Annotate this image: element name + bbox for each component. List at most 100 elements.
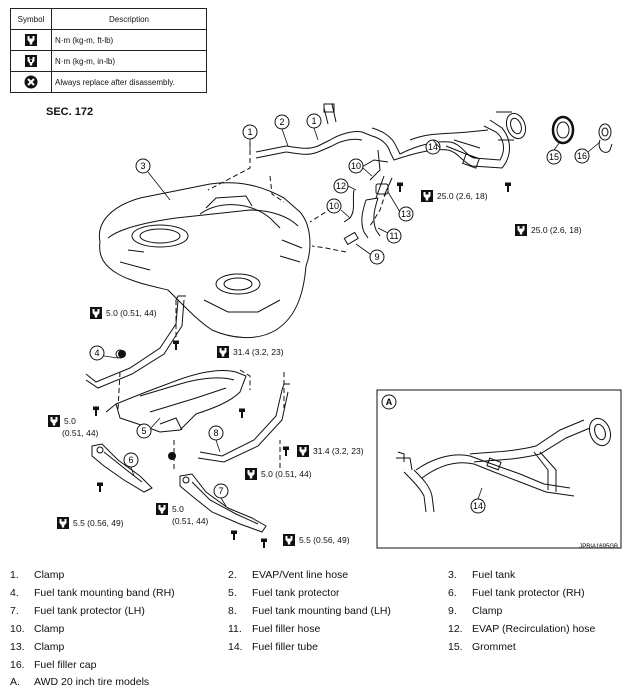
svg-text:10: 10 (351, 161, 361, 171)
legend-row: 10.Clamp 11.Fuel filler hose 12.EVAP (Re… (10, 620, 625, 638)
torque-wrench-icon (297, 445, 309, 457)
svg-text:11: 11 (389, 231, 398, 241)
torque-label-protector-rh: 5.5 (0.56, 49) (73, 518, 124, 528)
torque-label-filler-mount: 25.0 (2.6, 18) (531, 225, 582, 235)
inset-label: A (381, 394, 397, 410)
svg-text:14: 14 (473, 501, 483, 511)
torque-wrench-inlb-icon (48, 415, 60, 427)
svg-text:4: 4 (94, 348, 99, 358)
callout-12: 12 (333, 178, 349, 194)
legend-row: 4.Fuel tank mounting band (RH) 5.Fuel ta… (10, 584, 625, 602)
torque-wrench-inlb-icon (245, 468, 257, 480)
callout-5: 5 (136, 423, 152, 439)
callout-14-inset: 14 (470, 498, 486, 514)
legend-item: 16.Fuel filler cap (10, 659, 97, 671)
symbol-table-header: Symbol Description (10, 8, 207, 30)
symbol-description: N·m (kg-m, ft-lb) (51, 29, 207, 51)
legend-item: 8.Fuel tank mounting band (LH) (228, 605, 391, 617)
legend-item: 1.Clamp (10, 569, 65, 581)
fuel-filler-tube (371, 111, 527, 169)
legend-note: A.AWD 20 inch tire models (10, 676, 150, 688)
callout-6: 6 (123, 452, 139, 468)
callout-10a: 10 (348, 158, 364, 174)
svg-text:16: 16 (577, 151, 587, 161)
legend-item: 10.Clamp (10, 623, 65, 635)
figure-id: JPBIA1695GB (579, 544, 618, 550)
torque-wrench-inlb-icon (156, 503, 168, 515)
torque-label-filler-bracket: 25.0 (2.6, 18) (437, 191, 488, 201)
torque-label-protector-b: (0.51, 44) (62, 428, 99, 438)
callout-7: 7 (213, 483, 229, 499)
symbol-description: Always replace after disassembly. (51, 71, 207, 93)
torque-label-protector-lh-bolt: 5.5 (0.56, 49) (299, 535, 350, 545)
svg-text:3: 3 (140, 161, 145, 171)
legend-item: 6.Fuel tank protector (RH) (448, 587, 585, 599)
legend-row: 7.Fuel tank protector (LH) 8.Fuel tank m… (10, 602, 625, 620)
torque-wrench-icons (48, 190, 527, 546)
svg-text:A: A (386, 397, 393, 407)
svg-text:5: 5 (141, 426, 146, 436)
clamp-9 (343, 231, 359, 246)
fuel-system-exploded-diagram: 1 1 2 3 4 5 6 7 8 9 10 10 11 12 13 14 15… (48, 103, 622, 550)
legend-item: 13.Clamp (10, 641, 65, 653)
inset-frame (376, 389, 622, 549)
svg-text:8: 8 (213, 428, 218, 438)
torque-wrench-inlb-icon (283, 534, 295, 546)
callout-2: 2 (274, 114, 290, 130)
callout-15: 15 (546, 149, 562, 165)
legend-row: 16.Fuel filler cap (10, 656, 625, 674)
fuel-tank (98, 182, 311, 339)
callouts: 1 1 2 3 4 5 6 7 8 9 10 10 11 12 13 14 15… (89, 113, 590, 514)
torque-wrench-inlb-icon (90, 307, 102, 319)
callout-3: 3 (135, 158, 151, 174)
callout-1a: 1 (242, 124, 258, 140)
fuel-tank-protector (105, 369, 247, 433)
callout-1b: 1 (306, 113, 322, 129)
grommet (551, 115, 575, 145)
fuel-tank-protector-rh (91, 443, 153, 493)
section-number: SEC. 172 (46, 106, 94, 118)
fasteners (93, 182, 511, 548)
svg-text:14: 14 (428, 142, 438, 152)
legend-item: 11.Fuel filler hose (228, 623, 321, 635)
torque-label-band-lh: 5.0 (0.51, 44) (261, 469, 312, 479)
svg-text:1: 1 (247, 127, 252, 137)
fuel-tank-mounting-band-rh (85, 295, 186, 389)
legend-item: 3.Fuel tank (448, 569, 516, 581)
inset-filler-tube (396, 417, 612, 513)
svg-text:2: 2 (279, 117, 284, 127)
svg-text:9: 9 (374, 252, 379, 262)
svg-text:1: 1 (311, 116, 316, 126)
torque-wrench-icon (217, 346, 229, 358)
parts-legend: 1.Clamp 2.EVAP/Vent line hose 3.Fuel tan… (10, 566, 625, 690)
symbol-row: Always replace after disassembly. (10, 71, 207, 93)
torque-wrench-icon (421, 190, 433, 202)
torque-wrench-icon (25, 34, 37, 46)
evap-vent-line-hose (255, 103, 373, 159)
legend-item: 14.Fuel filler tube (228, 641, 318, 653)
callout-13: 13 (398, 206, 414, 222)
torque-wrench-icon (515, 224, 527, 236)
legend-item: 12.EVAP (Recirculation) hose (448, 623, 596, 635)
svg-text:12: 12 (336, 181, 346, 191)
callout-4: 4 (89, 345, 105, 361)
fuel-tank-mounting-band-lh (197, 383, 290, 463)
fuel-tank-protector-lh (179, 473, 267, 533)
symbol-row: N·m (kg-m, in-lb) (10, 50, 207, 72)
svg-text:7: 7 (218, 486, 223, 496)
legend-item: 4.Fuel tank mounting band (RH) (10, 587, 175, 599)
description-header: Description (51, 8, 207, 30)
callout-9: 9 (369, 249, 385, 265)
torque-wrench-inlb-icon (57, 517, 69, 529)
torque-label-band-bolt: 31.4 (3.2, 23) (233, 347, 284, 357)
torque-label-protector-lh-b: (0.51, 44) (172, 516, 209, 526)
callout-16: 16 (574, 148, 590, 164)
clamp-13 (375, 183, 389, 195)
torque-label-band-rh: 5.0 (0.51, 44) (106, 308, 157, 318)
torque-wrench-inlb-icon (25, 55, 37, 67)
torque-label-band-lh-bolt: 31.4 (3.2, 23) (313, 446, 364, 456)
legend-item: 9.Clamp (448, 605, 503, 617)
svg-text:10: 10 (329, 201, 339, 211)
always-replace-icon (24, 75, 38, 89)
callout-11: 11 (386, 228, 402, 244)
